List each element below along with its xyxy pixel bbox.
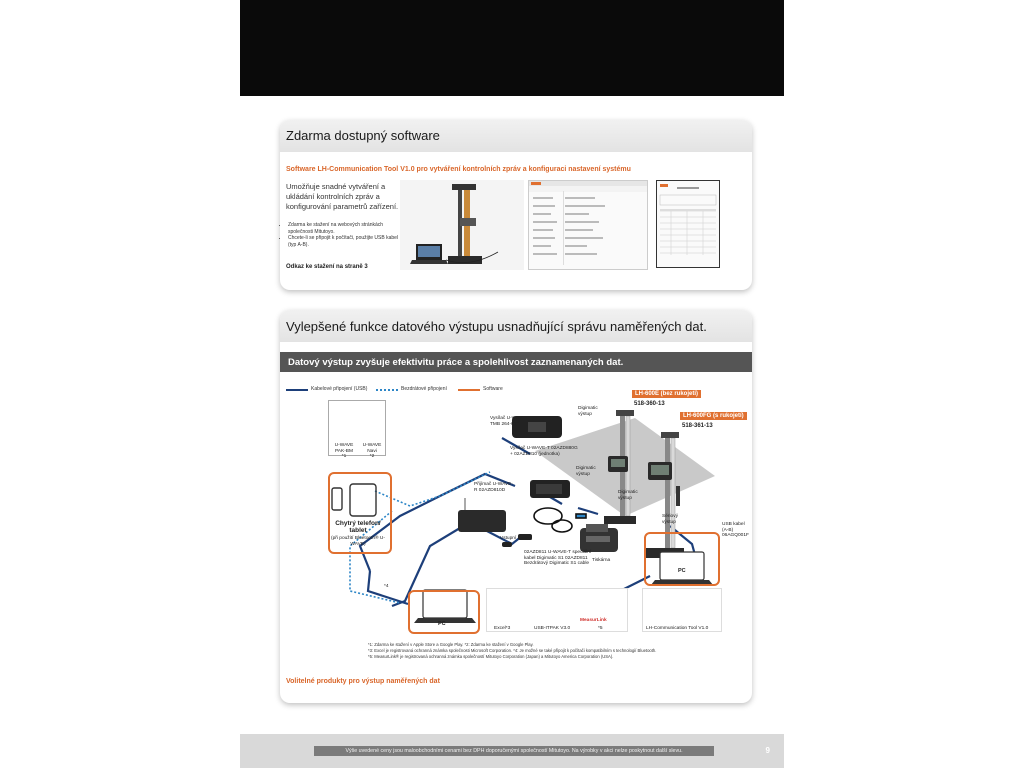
lh-tool-box [642, 588, 722, 632]
wire-note: *4 [384, 584, 389, 589]
feature-item: Zdarma ke stažení na webových stránkách … [288, 222, 406, 235]
lh600fg-tag: LH-600FG (s rukojetí) [680, 412, 747, 420]
height-gauge-lh600e [604, 410, 636, 524]
card-header: Zdarma dostupný software [280, 120, 752, 152]
smartphone-title: Chytrý telefon/ tablet [335, 520, 381, 534]
lh600fg-part-number: 518-361-13 [682, 423, 713, 429]
serial-output-label: Sériový výstup [662, 514, 678, 525]
pc-left-box [408, 590, 480, 634]
measurlink-note: *5 [598, 626, 603, 631]
usb-cable-label: USB kabel (A-B) 06AGQ001F [722, 522, 749, 538]
wireless-legend-label: Bezdrátové připojení [401, 386, 447, 392]
transmitter-device [512, 416, 562, 438]
app2-label: U-WAVE Navi [362, 443, 382, 454]
input-tool [502, 534, 532, 547]
page-footer: Výše uvedené ceny jsou maloobchodními ce… [240, 734, 784, 768]
wired-legend-line [286, 389, 308, 391]
excel-label: Excel*3 [494, 626, 511, 631]
report-screenshot [656, 180, 720, 268]
digimatic-label-3: Digimatic výstup [618, 490, 638, 501]
software-screenshot [528, 180, 648, 270]
footer-note: Výše uvedené ceny jsou maloobchodními ce… [314, 746, 714, 756]
smartphone-box [328, 472, 392, 554]
lh600e-part-number: 518-360-13 [634, 401, 665, 407]
settings-screen-illustration [529, 181, 647, 265]
digimatic-label-2: Digimatic výstup [576, 466, 596, 477]
pc-left-label: PC [438, 621, 446, 627]
laptop-right [651, 551, 713, 585]
measurlink-label: MeasurLink [580, 618, 607, 623]
pc-right-box [644, 532, 720, 586]
digimatic-label-1: Digimatic výstup [578, 406, 598, 417]
printer-label: Tiskárna [592, 558, 611, 563]
height-gauge-illustration [410, 184, 499, 264]
feature-item: Chcete-li se připojit k počítači, použij… [288, 235, 406, 248]
section-bar: Datový výstup zvyšuje efektivitu práce a… [280, 352, 752, 372]
app1-label: U-WAVE PAK-BM [334, 443, 354, 454]
receiver-label: Přijímač U-WAVE-R 02AZD810D [474, 482, 513, 493]
receiver-device [458, 498, 506, 532]
optional-products-link[interactable]: Volitelné produkty pro výstup naměřených… [286, 678, 440, 685]
card-header: Vylepšené funkce datového výstupu usnadň… [280, 310, 752, 342]
pc-right-label: PC [678, 568, 686, 574]
phone-tablet [331, 483, 377, 517]
feature-list: Zdarma ke stažení na webových stránkách … [280, 222, 406, 248]
smartphone-subtitle: (při použití Bluetooth® U-WAVE) [331, 536, 385, 547]
wired-legend-label: Kabelové připojení (USB) [311, 386, 368, 392]
connection-legend: Kabelové připojení (USB) Bezdrátové přip… [286, 386, 586, 396]
section-subtitle: Software LH-Communication Tool V1.0 pro … [286, 166, 631, 173]
software-legend-label: Software [483, 386, 503, 392]
software-box [486, 588, 628, 632]
header-band [240, 0, 784, 96]
cables-label: 02AZD811 U-WAVE-T speciální kabel Digima… [524, 550, 592, 566]
software-description: Umožňuje snadné vytváření a ukládání kon… [286, 182, 399, 211]
cable-coil [533, 507, 587, 533]
footnote-1: *1: Zdarma ke stažení v Apple Store a Go… [368, 642, 534, 647]
height-gauge-photo [400, 180, 524, 270]
uwave-t-device [530, 480, 570, 498]
data-output-card: Vylepšené funkce datového výstupu usnadň… [280, 310, 752, 703]
page: Zdarma dostupný software Software LH-Com… [240, 0, 784, 768]
bar-title: Datový výstup zvyšuje efektivitu práce a… [288, 357, 624, 368]
free-software-card: Zdarma dostupný software Software LH-Com… [280, 120, 752, 290]
report-illustration [659, 184, 717, 255]
usb-itpak-label: USB-ITPAK V3.0 [534, 626, 571, 631]
section-title: Zdarma dostupný software [286, 128, 440, 143]
wireless-legend-line [376, 389, 398, 391]
section-title: Vylepšené funkce datového výstupu usnadň… [286, 319, 707, 334]
download-link[interactable]: Odkaz ke stažení na straně 3 [286, 264, 368, 270]
page-number: 9 [765, 746, 770, 755]
transmitter2-label: Vysílač U-WAVE-T 02AZD880G + 02AZD810 (j… [510, 446, 578, 457]
app1-note: *1 [341, 454, 347, 459]
printer-device [580, 524, 618, 552]
apps-box [328, 400, 386, 456]
lh600e-tag: LH-600E (bez rukojeti) [632, 390, 702, 398]
laptop-left [414, 589, 476, 623]
input-tool-label: Vstupní nástroj [500, 536, 532, 541]
footnote-2: *3: Excel je registrovaná ochranná známk… [368, 648, 657, 653]
app2-note: *2 [369, 454, 375, 459]
lh-tool-label: LH-Communication Tool V1.0 [646, 626, 709, 631]
footnote-3: *5: MeasurLink® je registrovaná ochranná… [368, 654, 614, 659]
transmitter-label: Vysílač U-WAVE-TMB 264-627 [490, 416, 527, 427]
software-legend-line [458, 389, 480, 391]
